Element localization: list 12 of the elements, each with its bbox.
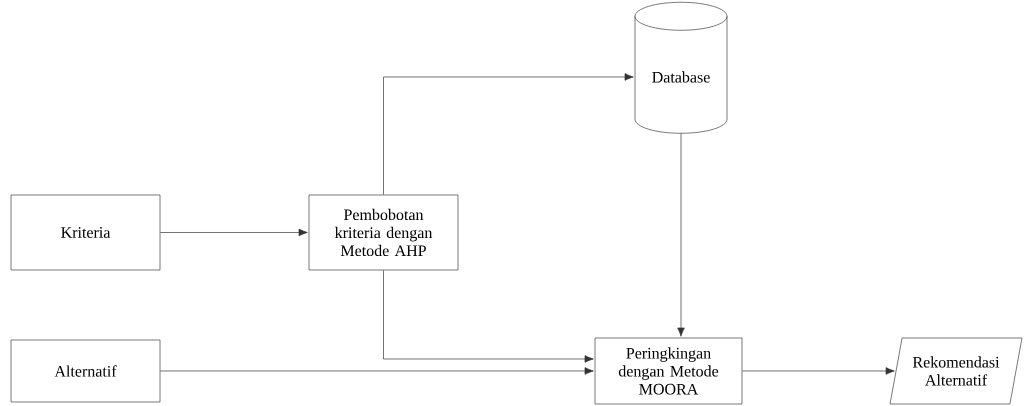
- process-box: Peringkingan dengan Metode MOORA: [594, 337, 743, 405]
- process-box: Pembobotan kriteria dengan Metode AHP: [308, 194, 459, 271]
- database-cylinder: Database: [634, 1, 728, 134]
- arrow: [160, 228, 308, 237]
- arrow: [383, 270, 594, 363]
- arrow: [383, 73, 634, 195]
- input-box: Kriteria: [10, 194, 161, 271]
- output-parallelogram: Rekomendasi Alternatif: [889, 337, 1023, 405]
- arrow: [742, 367, 895, 375]
- input-box: Alternatif: [10, 339, 161, 403]
- arrow: [160, 367, 594, 375]
- arrow: [677, 133, 685, 337]
